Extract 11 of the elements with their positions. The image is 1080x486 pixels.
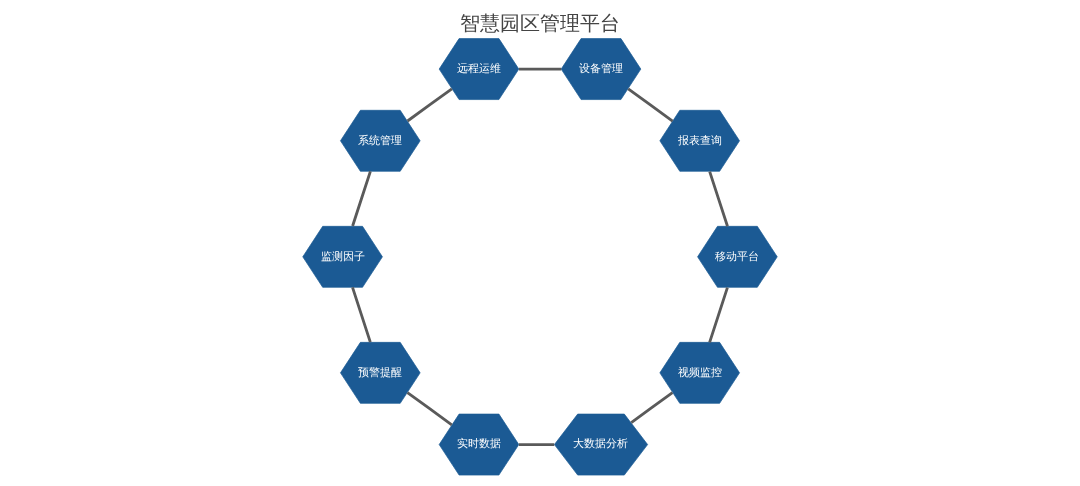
connector: [627, 87, 674, 123]
diagram-title: 智慧园区管理平台: [460, 11, 620, 35]
connector: [630, 391, 674, 424]
connector: [708, 287, 729, 343]
connector: [708, 171, 729, 227]
connector: [406, 87, 453, 123]
connector: [406, 391, 453, 426]
connector: [518, 443, 555, 446]
connector: [351, 286, 372, 343]
connector: [351, 170, 372, 227]
connector: [518, 67, 562, 71]
